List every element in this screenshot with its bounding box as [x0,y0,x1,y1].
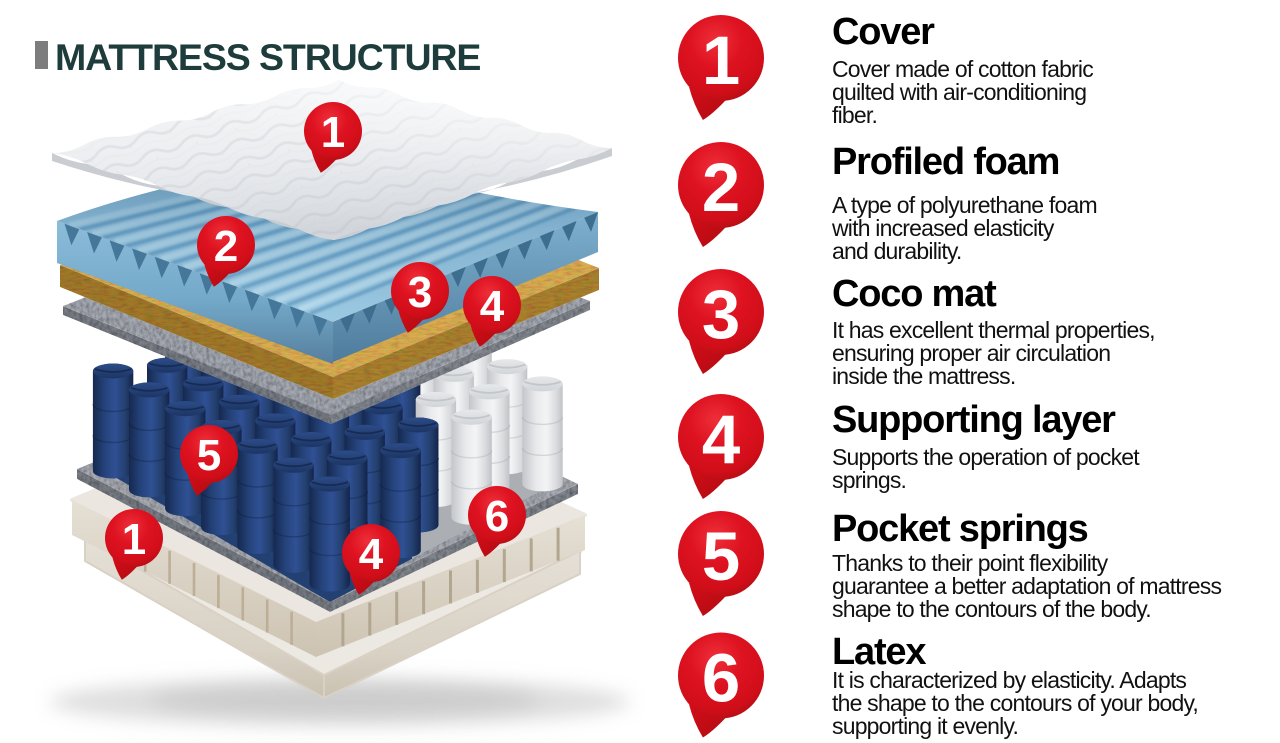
svg-text:6: 6 [485,492,509,541]
svg-text:5: 5 [197,431,221,480]
svg-text:1: 1 [122,515,146,564]
svg-text:3: 3 [408,268,432,317]
svg-text:1: 1 [321,108,345,157]
svg-text:4: 4 [359,530,384,579]
svg-text:3: 3 [702,276,740,353]
svg-text:4: 4 [702,401,740,478]
svg-text:2: 2 [702,149,740,226]
svg-text:6: 6 [702,640,740,717]
svg-text:1: 1 [702,22,740,99]
svg-text:5: 5 [702,518,740,595]
svg-text:4: 4 [480,282,505,331]
svg-text:2: 2 [214,222,238,271]
